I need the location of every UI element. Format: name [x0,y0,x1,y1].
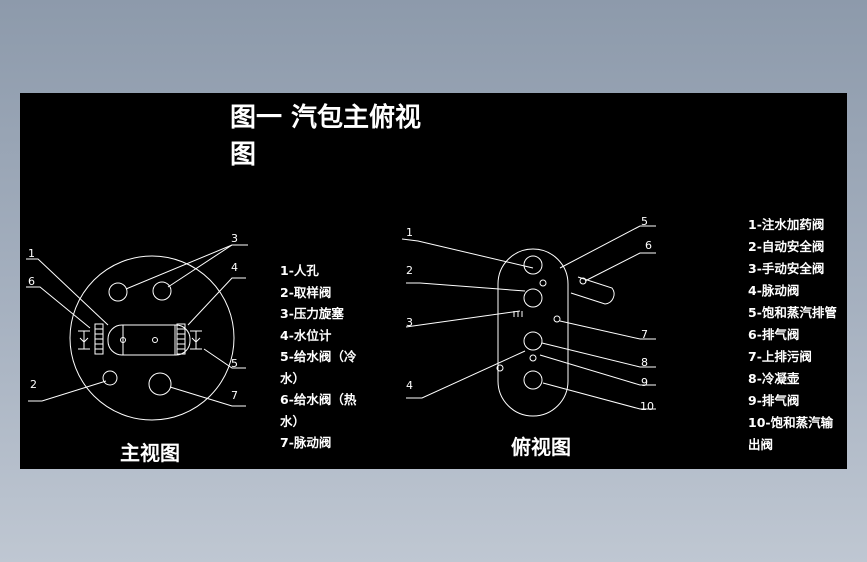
front-callout-5: 5 [231,357,238,370]
front-legend-item: 4-水位计 [280,328,332,343]
top-callout-10: 10 [640,400,654,413]
front-callout-2: 2 [30,378,37,391]
top-callout-9: 9 [641,376,648,389]
front-legend-item: 2-取样阀 [280,285,331,300]
top-callout-2: 2 [406,264,413,277]
manhole [107,324,191,356]
port-top-left [108,282,128,302]
top-legend-item: 5-饱和蒸汽排管 [748,305,837,320]
top-callout-1: 1 [406,226,413,239]
top-legend-item: 8-冷凝壶 [748,371,800,386]
front-legend-item: 3-压力旋塞 [280,306,344,321]
water-level-gauge-left [78,323,104,355]
front-legend-item: 7-脉动阀 [280,435,331,450]
top-port-1 [523,255,543,275]
front-legend-item: 5-给水阀（冷 [280,349,357,364]
front-callout-3: 3 [231,232,238,245]
top-legend-item: 出阀 [748,437,773,452]
top-callout-3: 3 [406,316,413,329]
title-line-1: 图一 汽包主俯视 [230,102,421,133]
front-callout-4: 4 [231,261,238,274]
top-legend-item: 7-上排污阀 [748,349,812,364]
top-port-4 [523,370,543,390]
drum-outline [69,255,235,421]
port-bottom-right [148,372,172,396]
top-callout-8: 8 [641,356,648,369]
front-legend-item: 水） [280,414,305,429]
front-callout-7: 7 [231,389,238,402]
top-legend-item: 1-注水加药阀 [748,217,824,232]
top-legend-item: 9-排气阀 [748,393,799,408]
front-callout-1: 1 [28,247,35,260]
top-legend: 1-注水加药阀 2-自动安全阀 3-手动安全阀 4-脉动阀 5-饱和蒸汽排管 6… [748,217,837,452]
top-port-2 [523,288,543,308]
top-legend-item: 3-手动安全阀 [748,261,824,276]
front-legend-item: 水） [280,371,305,386]
drum-top-outline [497,248,569,417]
steam-pipe [570,276,615,305]
top-callout-5: 5 [641,215,648,228]
top-legend-item: 6-排气阀 [748,327,799,342]
top-port-3 [523,331,543,351]
top-view: 1 2 3 4 5 6 7 8 9 10 俯视图 [401,215,656,459]
front-legend-item: 6-给水阀（热 [280,392,357,407]
water-level-gauge-right [176,323,202,355]
top-legend-item: 2-自动安全阀 [748,239,824,254]
top-view-caption: 俯视图 [511,435,571,459]
port-top-right [152,281,172,301]
top-callout-7: 7 [641,328,648,341]
front-legend: 1-人孔 2-取样阀 3-压力旋塞 4-水位计 5-给水阀（冷 水） 6-给水阀… [280,263,357,450]
top-legend-item: 10-饱和蒸汽输 [748,415,834,430]
front-view-caption: 主视图 [120,441,180,465]
cad-drawing: 图一 汽包主俯视 图 [26,102,837,465]
port-bottom-left [102,370,118,386]
top-legend-item: 4-脉动阀 [748,283,799,298]
front-callout-6: 6 [28,275,35,288]
top-callout-4: 4 [406,379,413,392]
front-legend-item: 1-人孔 [280,263,319,278]
cad-drawing-canvas: 图一 汽包主俯视 图 [20,93,847,469]
top-callout-6: 6 [645,239,652,252]
title-line-2: 图 [230,140,256,170]
front-view: 1 6 2 3 4 5 7 主视图 [26,232,248,465]
